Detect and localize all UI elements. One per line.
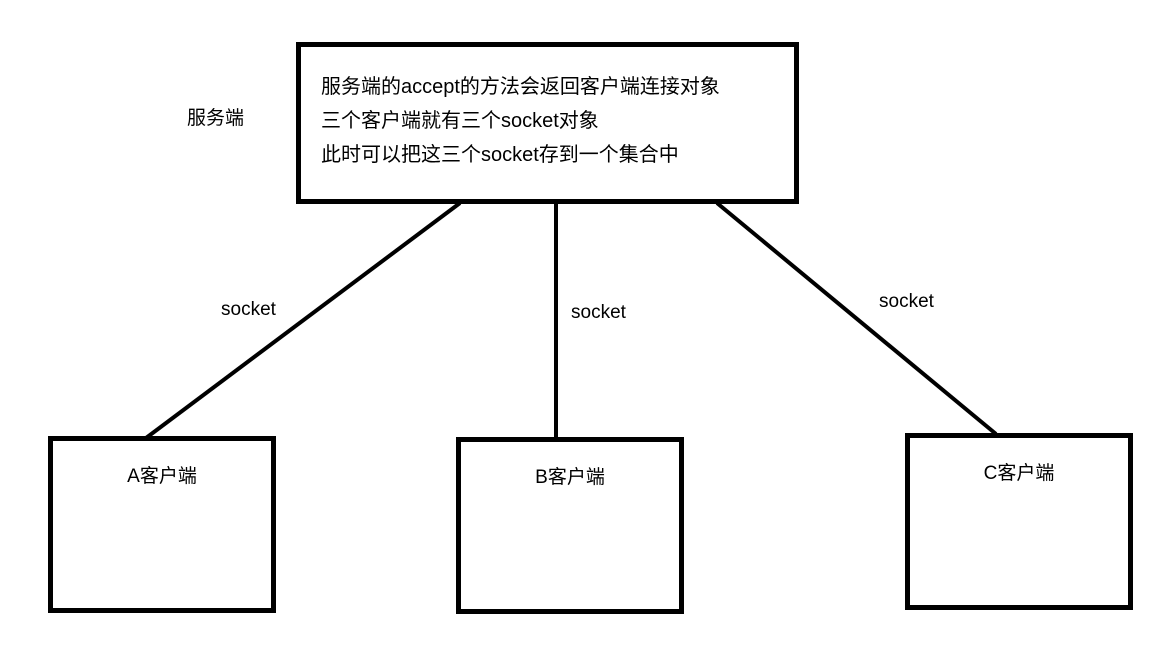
socket-label-a: socket — [221, 299, 276, 320]
client-box-b: B客户端 — [456, 437, 684, 614]
client-box-c: C客户端 — [905, 433, 1133, 610]
server-note-line-2: 三个客户端就有三个socket对象 — [321, 110, 599, 132]
client-c-label: C客户端 — [983, 463, 1055, 484]
socket-label-c: socket — [879, 291, 934, 312]
server-box: 服务端的accept的方法会返回客户端连接对象 三个客户端就有三个socket对… — [296, 42, 799, 204]
socket-label-b: socket — [571, 302, 626, 323]
client-b-label: B客户端 — [535, 467, 605, 488]
server-label: 服务端 — [187, 108, 245, 129]
server-note-line-3: 此时可以把这三个socket存到一个集合中 — [321, 144, 679, 166]
connector-server-client-c — [715, 201, 998, 436]
client-a-label: A客户端 — [127, 466, 197, 487]
client-box-a: A客户端 — [48, 436, 276, 613]
server-note-line-1: 服务端的accept的方法会返回客户端连接对象 — [321, 76, 720, 98]
connector-server-client-a — [144, 201, 462, 440]
